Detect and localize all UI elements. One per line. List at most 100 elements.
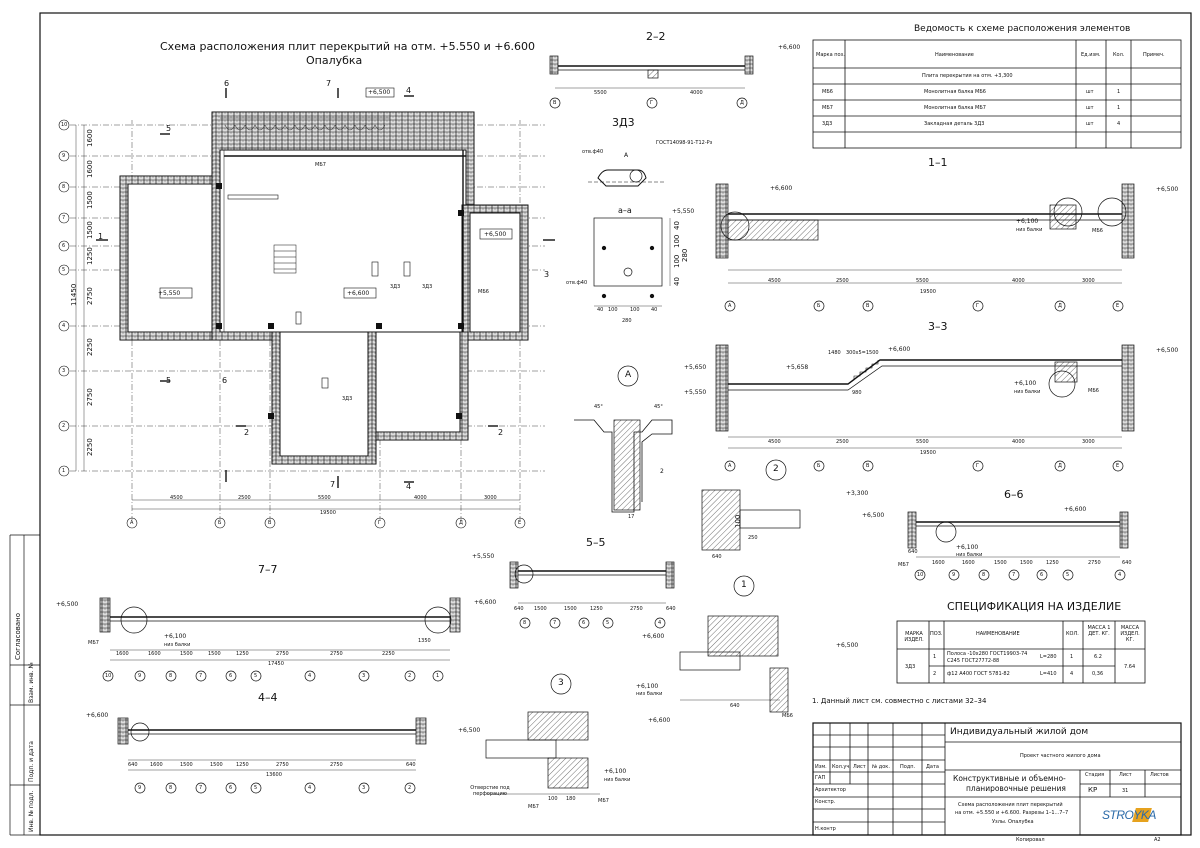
sec11-dim-2: 5500 bbox=[916, 278, 929, 284]
node3-note2: низ балки bbox=[604, 777, 631, 783]
zd3-side-total: 280 bbox=[681, 248, 689, 262]
schedule-r2-c1: Закладная деталь 3Д3 bbox=[924, 121, 985, 127]
sec77-dim-6: 2750 bbox=[330, 651, 343, 657]
sec77-axis-8: 2 bbox=[408, 673, 412, 679]
plan-axis-5: 5 bbox=[62, 267, 66, 273]
spec-h-5: МАССА ИЗДЕЛ. КГ. bbox=[1120, 625, 1140, 643]
zd3-side-0: 40 bbox=[673, 221, 681, 230]
sec66-dim-5: 1250 bbox=[1046, 560, 1059, 566]
plan-dim-y-0: 1600 bbox=[86, 129, 94, 147]
schedule-h-4: Примеч. bbox=[1143, 52, 1165, 58]
plan-sec-6-top: 6 bbox=[224, 79, 230, 88]
sec66-dim-6: 2750 bbox=[1088, 560, 1101, 566]
sec33-level-0: +5,650 bbox=[684, 364, 707, 371]
sec44-dim-6: 2750 bbox=[330, 762, 343, 768]
plan-title: Схема расположения плит перекрытий на от… bbox=[160, 40, 535, 53]
node3-mb-2: МБ7 bbox=[598, 798, 609, 804]
sec44-axis-4: 5 bbox=[254, 785, 258, 791]
sec66-mb: МБ7 bbox=[898, 562, 909, 568]
sec66-note2: низ балки bbox=[956, 552, 983, 558]
spec-r1-qty: 4 bbox=[1070, 671, 1074, 677]
plan-dim-y-5: 2750 bbox=[86, 287, 94, 305]
spec-total: 7.64 bbox=[1124, 664, 1136, 670]
zd3-gost: ГОСТ14098-91-Т12-Рз bbox=[656, 140, 713, 146]
plan-axis-2: 2 bbox=[62, 423, 66, 429]
sec44-dim-4: 1250 bbox=[236, 762, 249, 768]
sheet-border bbox=[39, 12, 1192, 836]
sec44-axis-0: 9 bbox=[138, 785, 142, 791]
spec-r0-name: Полоса -10х280 ГОСТ19903-74 bbox=[947, 651, 1028, 657]
sec33-dim-0: 4500 bbox=[768, 439, 781, 445]
spec-r1-mass: 0,36 bbox=[1092, 671, 1104, 677]
zd3-view: а–а bbox=[618, 206, 632, 215]
sec33-stair: 300х5=1500 bbox=[846, 350, 879, 356]
sec33-total: 19500 bbox=[920, 450, 936, 456]
schedule-r1-c0: МБ7 bbox=[822, 105, 833, 111]
schedule-r0-c2: шт bbox=[1086, 89, 1094, 95]
plan-level-0: +6,500 bbox=[368, 89, 391, 96]
sec77-axis-0: 10 bbox=[105, 673, 112, 679]
sec44-title: 4–4 bbox=[258, 691, 278, 704]
sec77-axis-2: 8 bbox=[169, 673, 173, 679]
plan-columns bbox=[216, 183, 464, 419]
zd3-dim-3: 40 bbox=[651, 307, 658, 313]
sec55-title: 5–5 bbox=[586, 536, 606, 549]
sec66-level-1: +6,600 bbox=[1064, 506, 1087, 513]
sec33-axis-1: Б bbox=[817, 463, 821, 469]
plan-subtitle: Опалубка bbox=[306, 54, 363, 67]
sec11-dim-4: 3000 bbox=[1082, 278, 1095, 284]
plan-dim-y-4: 1250 bbox=[86, 247, 94, 265]
plan-axis-1: 1 bbox=[62, 468, 66, 474]
sec44-axis-7: 2 bbox=[408, 785, 412, 791]
plan-dim-y-6: 2250 bbox=[86, 338, 94, 356]
nodea-dim: 17 bbox=[628, 514, 635, 520]
sec44-axis-1: 8 bbox=[169, 785, 173, 791]
plan-walls bbox=[119, 111, 529, 465]
sec44-level: +6,600 bbox=[86, 712, 109, 719]
plan-stair bbox=[273, 244, 297, 274]
sec55-dim-0: 640 bbox=[514, 606, 524, 612]
spec-grid bbox=[896, 620, 1146, 684]
sec33-dim-980: 980 bbox=[852, 390, 862, 396]
spec-r0-pos: 1 bbox=[933, 654, 937, 660]
spec-r1-name: ф12 А400 ГОСТ 5781-82 bbox=[947, 671, 1010, 677]
sec77-note: +6,100 bbox=[164, 633, 187, 640]
plan-axis-3: 3 bbox=[62, 368, 66, 374]
sec66-dim-3: 1500 bbox=[994, 560, 1007, 566]
spec-r0-name2: С245 ГОСТ27772-88 bbox=[947, 658, 1000, 664]
plan-level-1: +5,550 bbox=[158, 290, 181, 297]
schedule-group: Плита перекрытия на отм. +3,300 bbox=[922, 73, 1013, 79]
node1-level-1: +6,500 bbox=[836, 642, 859, 649]
sec11-note: +6,100 bbox=[1016, 218, 1039, 225]
plan-axis-e: Е bbox=[518, 520, 522, 526]
node-3-drawing bbox=[485, 673, 600, 795]
zd3-dim-0: 40 bbox=[597, 307, 604, 313]
plan-level-3: +6,500 bbox=[484, 231, 507, 238]
sec33-level-3: +6,600 bbox=[888, 346, 911, 353]
plan-axis-7: 7 bbox=[62, 215, 66, 221]
spec-h-2: НАИМЕНОВАНИЕ bbox=[976, 631, 1020, 637]
stamp-copied: Копировал bbox=[1016, 837, 1045, 843]
plan-grid-bubbles bbox=[58, 119, 526, 529]
sec11-total: 19500 bbox=[920, 289, 936, 295]
sec55-level: +5,550 bbox=[472, 553, 495, 560]
plan-dim-x-4: 3000 bbox=[484, 495, 497, 501]
sec66-axis-6: 4 bbox=[1118, 572, 1122, 578]
stamp-col-1: Кол.уч. bbox=[832, 764, 851, 770]
section-2-2-drawing bbox=[549, 55, 754, 109]
stamp-stage: КР bbox=[1088, 786, 1098, 794]
nodea-label: А bbox=[625, 370, 632, 380]
node3-level-2: +6,100 bbox=[604, 768, 627, 775]
sec44-dim-0: 640 bbox=[128, 762, 138, 768]
nodea-angle-1: 45° bbox=[654, 404, 663, 410]
sec77-total: 17450 bbox=[268, 661, 284, 667]
sec11-axis-1: Б bbox=[817, 303, 821, 309]
node2-label: 2 bbox=[773, 464, 779, 474]
spec-title: СПЕЦИФИКАЦИЯ НА ИЗДЕЛИЕ bbox=[947, 600, 1122, 613]
sec77-level-1: +6,600 bbox=[474, 599, 497, 606]
sec66-axis-5: 5 bbox=[1066, 572, 1070, 578]
schedule-grid bbox=[812, 39, 1182, 149]
zd3-hole-2: отв.ф40 bbox=[566, 280, 588, 286]
sec22-dim-1: 4000 bbox=[690, 90, 703, 96]
sec33-dim-2: 5500 bbox=[916, 439, 929, 445]
